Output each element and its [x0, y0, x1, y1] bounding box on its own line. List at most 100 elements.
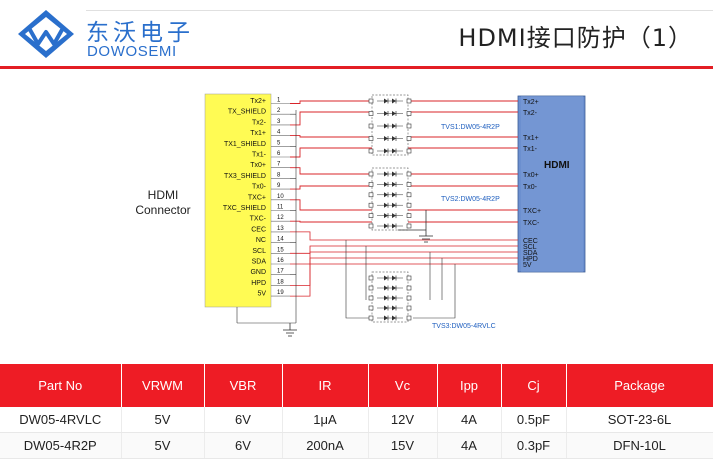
cell-vrwm: 5V: [121, 407, 205, 433]
connector-pin-number: 3: [277, 119, 281, 125]
hdmi-connector-block: [204, 93, 272, 308]
tvs-pad: [406, 223, 412, 229]
tvs-pad: [368, 213, 374, 218]
tvs-pad: [368, 136, 374, 141]
tvs3-tap: [413, 300, 456, 319]
control-wire: [290, 263, 518, 297]
ground-symbol-left: [283, 323, 297, 337]
connector-pin-name: Tx0-: [252, 184, 267, 191]
header-divider: [0, 66, 713, 69]
tvs-pad: [406, 171, 412, 177]
connector-pin-number: 18: [277, 279, 284, 285]
connector-pin-name: Tx1-: [252, 152, 267, 159]
connector-pin-name: NC: [256, 237, 266, 244]
spec-header-row: Part No VRWM VBR IR Vc Ipp Cj Package: [0, 364, 713, 407]
tvs-body: [371, 271, 409, 323]
signal-wire: [290, 147, 518, 158]
brand-name-cn: 东沃电子: [86, 20, 194, 46]
connector-pin-name: TX3_SHIELD: [224, 173, 266, 180]
connector-pin-number: 13: [277, 226, 284, 232]
connector-pin-number: 12: [277, 215, 284, 221]
tvs-pad: [406, 111, 412, 116]
tvs-pad: [368, 123, 374, 129]
table-row: DW05-4RVLC 5V 6V 1μA 12V 4A 0.5pF SOT-23…: [0, 407, 713, 433]
hdmi-pin-label: Tx2-: [523, 110, 538, 117]
tvs2-label: TVS2:DW05-4R2P: [441, 196, 500, 203]
tvs-pad: [368, 148, 374, 154]
col-header-ipp: Ipp: [437, 364, 502, 407]
col-header-ir: IR: [282, 364, 369, 407]
tvs-pad: [368, 275, 374, 281]
dowosemi-logo-icon: [18, 10, 74, 58]
cell-vc: 12V: [368, 407, 438, 433]
cell-cj: 0.3pF: [501, 432, 567, 459]
connector-pin-name: TX1_SHIELD: [224, 141, 266, 148]
connector-pin-number: 7: [277, 162, 281, 168]
hdmi-pin-label: Tx1-: [523, 146, 538, 153]
signal-wire: [290, 220, 518, 223]
tvs-pad: [368, 295, 374, 301]
cell-ir: 1μA: [282, 407, 369, 433]
cell-vrwm: 5V: [121, 432, 205, 459]
connector-pin-name: SCL: [252, 248, 266, 255]
signal-wire: [290, 199, 518, 211]
tvs-body: [371, 94, 409, 156]
tvs1-label: TVS1:DW05-4R2P: [441, 124, 500, 131]
tvs-pad: [368, 223, 374, 229]
connector-pin-number: 11: [277, 205, 284, 211]
connector-pin-name: TXC+: [248, 194, 266, 201]
tvs-pad: [368, 202, 374, 208]
connector-pin-name: 5V: [257, 291, 266, 298]
tvs3-device: [368, 271, 412, 323]
cell-cj: 0.5pF: [501, 407, 567, 433]
connector-pin-number: 10: [277, 194, 284, 200]
tvs3-label: TVS3:DW05-4RVLC: [432, 323, 496, 330]
tvs-pad: [406, 98, 412, 104]
hdmi-pin-label: 5V: [523, 262, 532, 269]
connector-pin-name: TXC-: [250, 216, 267, 223]
tvs-pad: [406, 285, 412, 291]
cell-part-no: DW05-4RVLC: [0, 407, 122, 433]
brand-name-en: DOWOSEMI: [87, 43, 177, 60]
tvs-pad: [406, 148, 412, 154]
hdmi-connector-label-line1: HDMI: [147, 188, 179, 202]
table-row: DW05-4R2P 5V 6V 200nA 15V 4A 0.3pF DFN-1…: [0, 432, 713, 459]
page-title: HDMI接口防护（1）: [458, 24, 693, 52]
col-header-package: Package: [566, 364, 713, 407]
tvs3-tap: [345, 300, 370, 319]
tvs-pad: [406, 192, 412, 198]
connector-pin-name: TXC_SHIELD: [223, 205, 266, 212]
tvs-pad: [368, 305, 374, 311]
control-wire: [290, 231, 518, 241]
hdmi-pin-label: Tx1+: [523, 135, 539, 142]
hdmi-pin-label: TXC-: [523, 220, 540, 227]
hdmi-pin-label: SDA: [523, 250, 538, 257]
hdmi-pin-label: Tx0+: [523, 172, 539, 179]
spec-table: Part No VRWM VBR IR Vc Ipp Cj Package DW…: [0, 364, 713, 459]
hdmi-pin-label: HPD: [523, 256, 538, 263]
connector-pin-name: Tx1+: [250, 130, 266, 137]
connector-pin-number: 16: [277, 258, 284, 264]
cell-part-no: DW05-4R2P: [0, 432, 122, 459]
col-header-cj: Cj: [501, 364, 567, 407]
hdmi-pin-label: TXC+: [523, 208, 541, 215]
connector-pin-number: 9: [277, 183, 281, 189]
hdmi-connector-label-line2: Connector: [135, 203, 191, 217]
connector-pin-number: 17: [277, 269, 284, 275]
connector-pin-number: 1: [277, 98, 281, 104]
signal-wires: [236, 100, 518, 324]
cell-ipp: 4A: [437, 432, 502, 459]
connector-pin-name: GND: [250, 269, 266, 276]
tvs-body: [371, 167, 409, 231]
cell-ipp: 4A: [437, 407, 502, 433]
col-header-vrwm: VRWM: [121, 364, 205, 407]
tvs-pad: [368, 98, 374, 104]
connector-pin-name: SDA: [252, 259, 267, 266]
tvs-pad: [368, 315, 374, 321]
tvs-pad: [368, 111, 374, 116]
hdmi-pin-label: Tx2+: [523, 99, 539, 106]
tvs-pad: [406, 136, 412, 141]
tvs-pad: [406, 202, 412, 208]
